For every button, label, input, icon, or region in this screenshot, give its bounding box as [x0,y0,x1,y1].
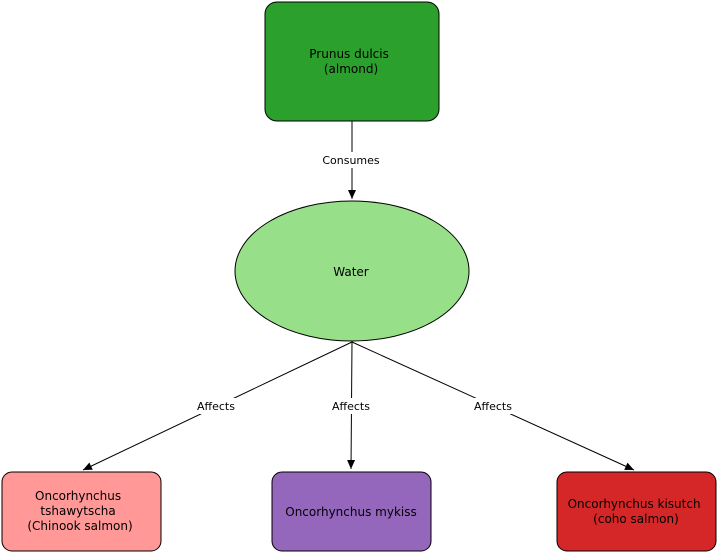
node-chinook-line-1: Oncorhynchus [35,489,121,503]
node-coho-line-2: (coho salmon) [593,512,679,526]
edge-water-coho: Affects [351,341,635,471]
svg-text:Prunus dulcis (almond): Prunus dulcis (almond) [309,47,392,76]
node-almond-shape [264,1,440,122]
edge-almond-water: Consumes [318,121,384,199]
edge-water-mykiss: Affects [329,341,373,470]
node-mykiss: Oncorhynchus mykiss [271,471,432,552]
edge-label-affects-mykiss: Affects [332,400,370,413]
node-almond-line-1: Prunus dulcis [309,47,389,61]
edge-water-chinook: Affects [82,341,353,471]
svg-text:Oncorhynchus kisutch (co: Oncorhynchus kisutch (coho salmon) [568,497,705,526]
node-chinook-line-2: tshawytscha [40,504,115,518]
node-coho-shape [556,471,717,552]
node-water: Water [234,200,470,342]
node-chinook: Oncorhynchus tshawytscha (Chinook salmon… [1,471,162,552]
node-chinook-shape [1,471,162,552]
node-coho: Oncorhynchus kisutch (coho salmon) [556,471,717,552]
node-mykiss-shape [271,471,432,552]
node-water-shape [234,200,470,342]
node-almond-line-2: (almond) [324,62,378,76]
edge-label-consumes: Consumes [322,154,380,167]
node-water-label: Water [333,265,369,279]
node-coho-line-1: Oncorhynchus kisutch [568,497,701,511]
node-chinook-line-3: (Chinook salmon) [27,519,132,533]
svg-text:Oncorhynchus tshawytscha: Oncorhynchus tshawytscha (Chinook salmon… [27,489,132,533]
edge-label-affects-coho: Affects [474,400,512,413]
edge-label-affects-chinook: Affects [197,400,235,413]
node-almond: Prunus dulcis (almond) [264,1,440,122]
node-mykiss-label: Oncorhynchus mykiss [285,505,416,519]
